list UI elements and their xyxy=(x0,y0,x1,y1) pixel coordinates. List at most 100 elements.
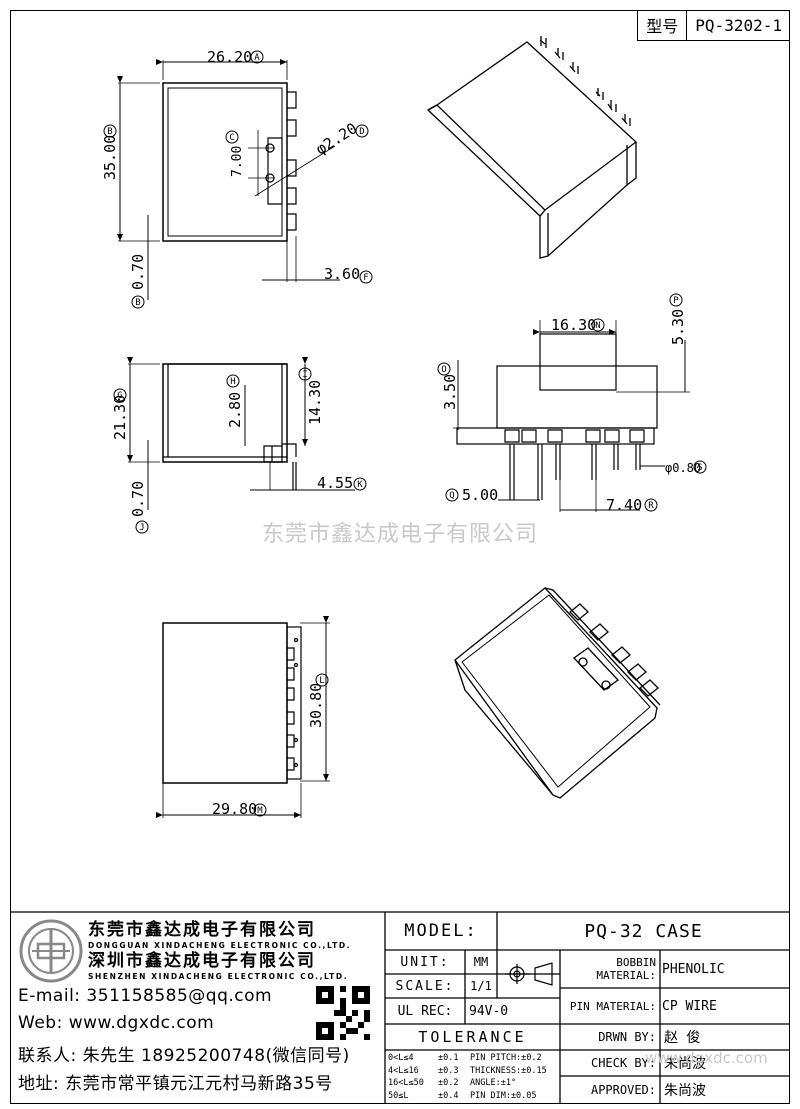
dim-29-80: 29.80 xyxy=(212,800,257,818)
side-view-markers: N P O S Q R xyxy=(437,293,707,512)
qr-code-icon xyxy=(316,986,370,1040)
check-by-label: CHECK BY: xyxy=(590,1056,656,1070)
bottom-view-markers: L M xyxy=(253,673,329,817)
marker-m: M xyxy=(257,806,263,816)
marker-f xyxy=(359,270,373,284)
svg-text:B: B xyxy=(135,298,140,308)
marker-g: G xyxy=(117,391,122,401)
marker-h: H xyxy=(230,377,235,387)
dim-0-70: 0.70 xyxy=(129,254,147,290)
iso-view-bottom xyxy=(454,587,661,799)
marker-k: K xyxy=(357,480,363,490)
dim-phi-0-80: φ0.80 xyxy=(665,461,701,475)
dim-26-20: 26.20 xyxy=(207,48,252,66)
marker-a xyxy=(250,50,264,64)
ul-label: UL REC: xyxy=(397,1003,453,1019)
check-by-value: 朱尚波 xyxy=(664,1056,706,1072)
svg-text:D: D xyxy=(359,127,364,137)
dim-0-70-front: 0.70 xyxy=(129,481,147,517)
model-code-box: 型号 PQ-3202-1 xyxy=(637,10,790,41)
drawn-by-label: DRWN BY: xyxy=(598,1030,656,1044)
marker-r: R xyxy=(648,501,654,511)
marker-q: Q xyxy=(449,491,454,501)
dim-35-00: 35.00 xyxy=(101,135,119,180)
top-view-labels: 26.20 35.00 7.00 φ2.20 0.70 3.60 xyxy=(101,48,360,290)
tolerance-label: TOLERANCE xyxy=(418,1028,527,1046)
bobbin-material-label: BOBBIN MATERIAL: xyxy=(596,956,656,982)
marker-c xyxy=(225,130,239,144)
marker-i: I xyxy=(302,370,307,380)
company-name-en-1: DONGGUAN XINDACHENG ELECTRONIC CO.,LTD. xyxy=(88,941,352,950)
svg-text:F: F xyxy=(363,273,368,283)
unit-value: MM xyxy=(473,955,489,969)
marker-p: P xyxy=(673,296,679,306)
model-value: PQ-32 CASE xyxy=(584,920,703,942)
ul-value: 94V-0 xyxy=(469,1003,509,1019)
drawing-frame xyxy=(10,10,790,1104)
dim-4-55: 4.55 xyxy=(317,474,353,492)
dim-7-00: 7.00 xyxy=(230,146,245,177)
top-view-markers: A B C D B F xyxy=(103,50,373,309)
dim-5-00: 5.00 xyxy=(462,486,498,504)
approved-label: APPROVED: xyxy=(590,1083,656,1097)
marker-j: J xyxy=(139,523,144,533)
svg-text:C: C xyxy=(229,133,234,143)
company-email: E-mail: 351158585@qq.com xyxy=(18,986,273,1006)
dim-14-30: 14.30 xyxy=(306,380,324,425)
dim-3-50: 3.50 xyxy=(441,374,459,410)
marker-n: N xyxy=(595,321,600,331)
title-block-grid xyxy=(10,911,790,1104)
approved-value: 朱尚波 xyxy=(664,1083,706,1099)
side-view xyxy=(453,320,690,512)
marker-b2 xyxy=(131,295,145,309)
marker-b1 xyxy=(103,124,117,138)
front-view xyxy=(127,357,355,510)
dim-7-40: 7.40 xyxy=(606,496,642,514)
pin-material-label: PIN MATERIAL: xyxy=(569,999,656,1013)
top-view xyxy=(117,59,340,300)
scale-value: 1/1 xyxy=(470,979,492,993)
dim-21-30: 21.30 xyxy=(111,395,129,440)
dim-2-80: 2.80 xyxy=(226,392,244,428)
model-code-value: PQ-3202-1 xyxy=(695,15,782,35)
company-contact: 联系人: 朱先生 18925200748(微信同号) xyxy=(18,1046,350,1066)
company-name-cn-2: 深圳市鑫达成电子有限公司 xyxy=(88,951,316,971)
front-view-labels: 21.30 2.80 14.30 0.70 4.55 xyxy=(111,380,353,517)
dim-16-30: 16.30 xyxy=(551,316,596,334)
company-names: 东莞市鑫达成电子有限公司 DONGGUAN XINDACHENG ELECTRO… xyxy=(88,920,382,982)
drawn-by-value: 赵 俊 xyxy=(664,1030,701,1046)
iso-view-top xyxy=(426,36,638,259)
company-name-en-2: SHENZHEN XINDACHENG ELECTRONIC CO.,LTD. xyxy=(88,972,349,981)
dim-5-30: 5.30 xyxy=(669,309,687,345)
company-logo xyxy=(19,919,83,983)
model-code-label: 型号 xyxy=(638,10,688,40)
dim-30-80: 30.80 xyxy=(307,683,325,728)
marker-d xyxy=(355,124,369,138)
company-name-cn-1: 东莞市鑫达成电子有限公司 xyxy=(88,920,316,940)
marker-l: L xyxy=(319,676,324,686)
pin-material-value: CP WIRE xyxy=(662,998,717,1014)
bottom-view-labels: 30.80 29.80 xyxy=(212,683,325,818)
svg-text:B: B xyxy=(107,127,112,137)
marker-s: S xyxy=(697,463,702,473)
front-view-markers: G H I J K xyxy=(113,367,367,534)
side-view-labels: 16.30 5.30 3.50 φ0.80 5.00 7.40 xyxy=(441,309,701,514)
bottom-view xyxy=(156,616,330,818)
svg-text:A: A xyxy=(254,53,260,63)
model-label: MODEL: xyxy=(404,921,478,941)
projection-symbol xyxy=(505,962,553,986)
watermark: 东莞市鑫达成电子有限公司 xyxy=(261,522,538,547)
marker-o: O xyxy=(441,365,446,375)
company-web: Web: www.dgxdc.com xyxy=(18,1013,215,1033)
dim-3-60: 3.60 xyxy=(324,265,360,283)
unit-label: UNIT: xyxy=(400,954,450,970)
bobbin-material-value: PHENOLIC xyxy=(662,961,725,977)
scale-label: SCALE: xyxy=(395,978,455,994)
dim-phi-2-20: φ2.20 xyxy=(313,119,361,158)
